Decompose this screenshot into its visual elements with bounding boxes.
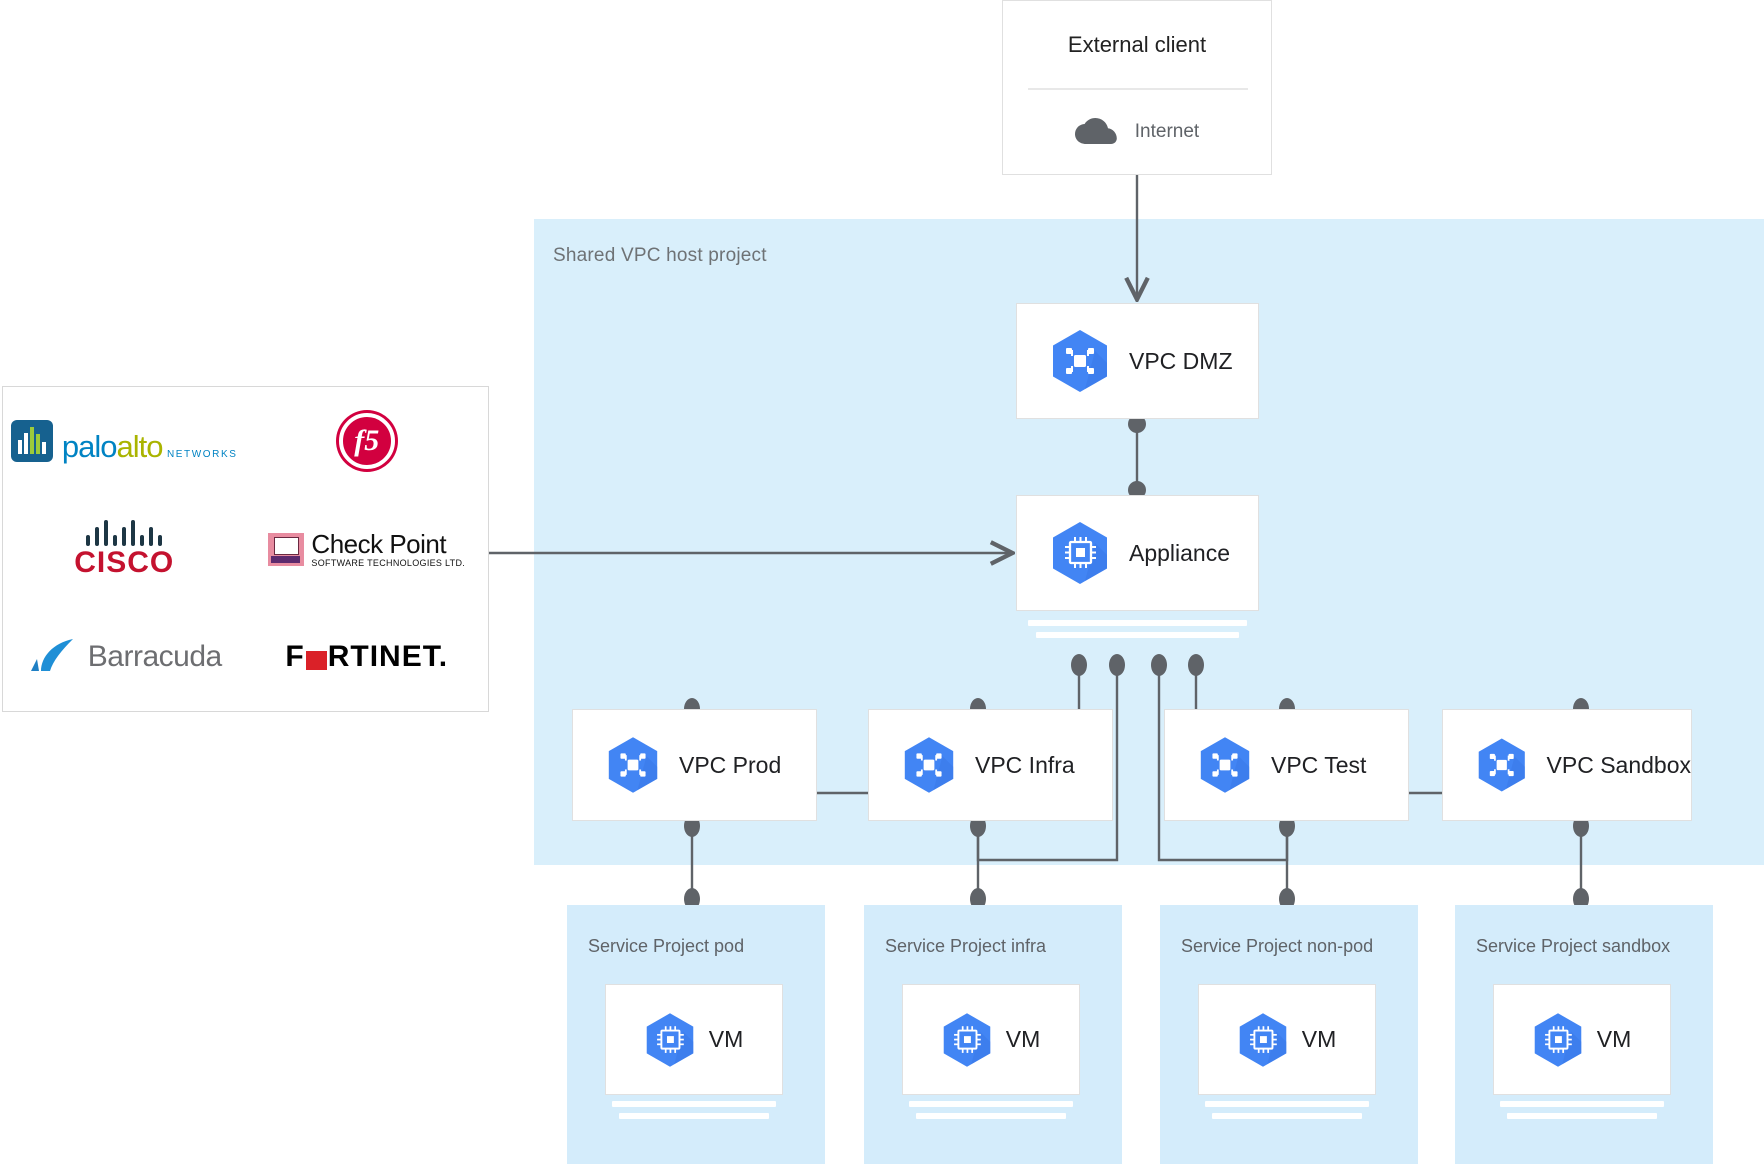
vpc-network-icon — [904, 737, 954, 793]
barracuda-fin-icon — [30, 639, 73, 671]
divider — [1028, 88, 1248, 90]
vm-card[interactable]: VM — [1493, 984, 1671, 1095]
vm-instance-icon — [943, 1012, 991, 1067]
cisco-logo: CISCO — [74, 519, 175, 579]
appliance-card[interactable]: Appliance — [1016, 495, 1259, 611]
vm-stack-sheet — [1500, 1101, 1664, 1107]
vm-card[interactable]: VM — [605, 984, 783, 1095]
vm-instance-icon — [1239, 1012, 1287, 1067]
vpc-test-card[interactable]: VPC Test — [1164, 709, 1409, 821]
vpc-test-label: VPC Test — [1271, 751, 1367, 778]
appliance-stack-sheet — [1028, 620, 1247, 626]
vendor-cisco: CISCO — [3, 495, 246, 603]
paloalto-word1: palo — [61, 429, 118, 464]
external-client-network-row: Internet — [1003, 90, 1271, 174]
vpc-network-icon — [1053, 330, 1107, 392]
appliance-stack-sheet — [1036, 632, 1239, 638]
external-client-network-label: Internet — [1134, 121, 1200, 142]
barracuda-wordmark: Barracuda — [87, 640, 222, 673]
paloalto-wordmark: paloalto NETWORKS — [62, 431, 238, 462]
vpc-network-icon — [1478, 738, 1525, 792]
vpc-infra-card[interactable]: VPC Infra — [868, 709, 1113, 821]
fortinet-prefix: F — [285, 640, 305, 673]
vpc-dmz-card[interactable]: VPC DMZ — [1016, 303, 1259, 419]
vm-stack-sheet — [1205, 1101, 1369, 1107]
vpc-sandbox-card[interactable]: VPC Sandbox — [1442, 709, 1692, 821]
cloud-icon — [1074, 118, 1117, 144]
paloalto-word2: alto — [116, 429, 164, 464]
fortinet-suffix: RTINET. — [327, 640, 449, 673]
service-project-label: Service Project sandbox — [1476, 936, 1671, 956]
cpu-chip-icon — [1053, 522, 1107, 584]
paloalto-logo: paloalto NETWORKS — [10, 420, 238, 462]
vm-stack-sheet — [1507, 1113, 1657, 1119]
vm-stack-sheet — [1212, 1113, 1362, 1119]
service-project-label: Service Project pod — [588, 936, 745, 956]
vm-stack-sheet — [909, 1101, 1073, 1107]
barracuda-logo: Barracuda — [27, 637, 222, 677]
checkpoint-mark-icon — [268, 532, 305, 566]
fortinet-logo: F RTINET. — [285, 640, 448, 674]
vm-stack-sheet — [612, 1101, 776, 1107]
vm-card[interactable]: VM — [1198, 984, 1376, 1095]
service-project-infra: Service Project infra VM — [864, 905, 1122, 1164]
checkpoint-logo: Check Point SOFTWARE TECHNOLOGIES LTD. — [268, 531, 465, 568]
vm-stack-sheet — [916, 1113, 1066, 1119]
vpc-sandbox-label: VPC Sandbox — [1546, 751, 1691, 778]
vendor-logo-grid: paloalto NETWORKS f5 CISCO — [3, 387, 488, 711]
cisco-bars-icon — [86, 519, 163, 546]
f5-logo: f5 — [335, 410, 398, 472]
vendor-paloalto: paloalto NETWORKS — [3, 387, 246, 495]
paloalto-tagline: NETWORKS — [166, 449, 238, 460]
vendor-appliance-panel: paloalto NETWORKS f5 CISCO — [2, 386, 489, 712]
external-client-title: External client — [1067, 31, 1207, 57]
service-project-pod: Service Project pod VM — [567, 905, 825, 1164]
external-client-card: External client Internet — [1002, 0, 1272, 175]
appliance-label: Appliance — [1129, 539, 1231, 566]
vm-stack-sheet — [619, 1113, 769, 1119]
checkpoint-tagline: SOFTWARE TECHNOLOGIES LTD. — [311, 557, 466, 568]
checkpoint-wordmark: Check Point — [311, 528, 447, 559]
vpc-infra-label: VPC Infra — [975, 751, 1075, 778]
checkpoint-wordmark-block: Check Point SOFTWARE TECHNOLOGIES LTD. — [311, 531, 465, 568]
fortinet-mark-icon — [305, 650, 327, 670]
vm-label: VM — [708, 1026, 744, 1052]
vm-label: VM — [1596, 1026, 1632, 1052]
vm-instance-icon — [646, 1012, 694, 1067]
vendor-checkpoint: Check Point SOFTWARE TECHNOLOGIES LTD. — [246, 495, 489, 603]
f5-glyph: f5 — [354, 424, 380, 457]
service-project-label: Service Project infra — [885, 936, 1047, 956]
vpc-network-icon — [1200, 737, 1250, 793]
f5-ring: f5 — [338, 413, 395, 469]
vendor-fortinet: F RTINET. — [246, 603, 489, 711]
vpc-dmz-label: VPC DMZ — [1129, 347, 1233, 374]
vpc-prod-label: VPC Prod — [679, 751, 782, 778]
vendor-f5: f5 — [246, 387, 489, 495]
cisco-wordmark: CISCO — [74, 545, 175, 579]
paloalto-mark-icon — [10, 420, 53, 462]
vm-label: VM — [1301, 1026, 1337, 1052]
vpc-prod-card[interactable]: VPC Prod — [572, 709, 817, 821]
service-project-sandbox: Service Project sandbox VM — [1455, 905, 1713, 1164]
vpc-network-icon — [608, 737, 658, 793]
vm-label: VM — [1005, 1026, 1041, 1052]
vm-instance-icon — [1534, 1012, 1582, 1067]
shared-vpc-host-project-label: Shared VPC host project — [553, 245, 767, 266]
vm-card[interactable]: VM — [902, 984, 1080, 1095]
service-project-non-pod: Service Project non-pod VM — [1160, 905, 1418, 1164]
vendor-barracuda: Barracuda — [3, 603, 246, 711]
service-project-label: Service Project non-pod — [1181, 936, 1374, 956]
